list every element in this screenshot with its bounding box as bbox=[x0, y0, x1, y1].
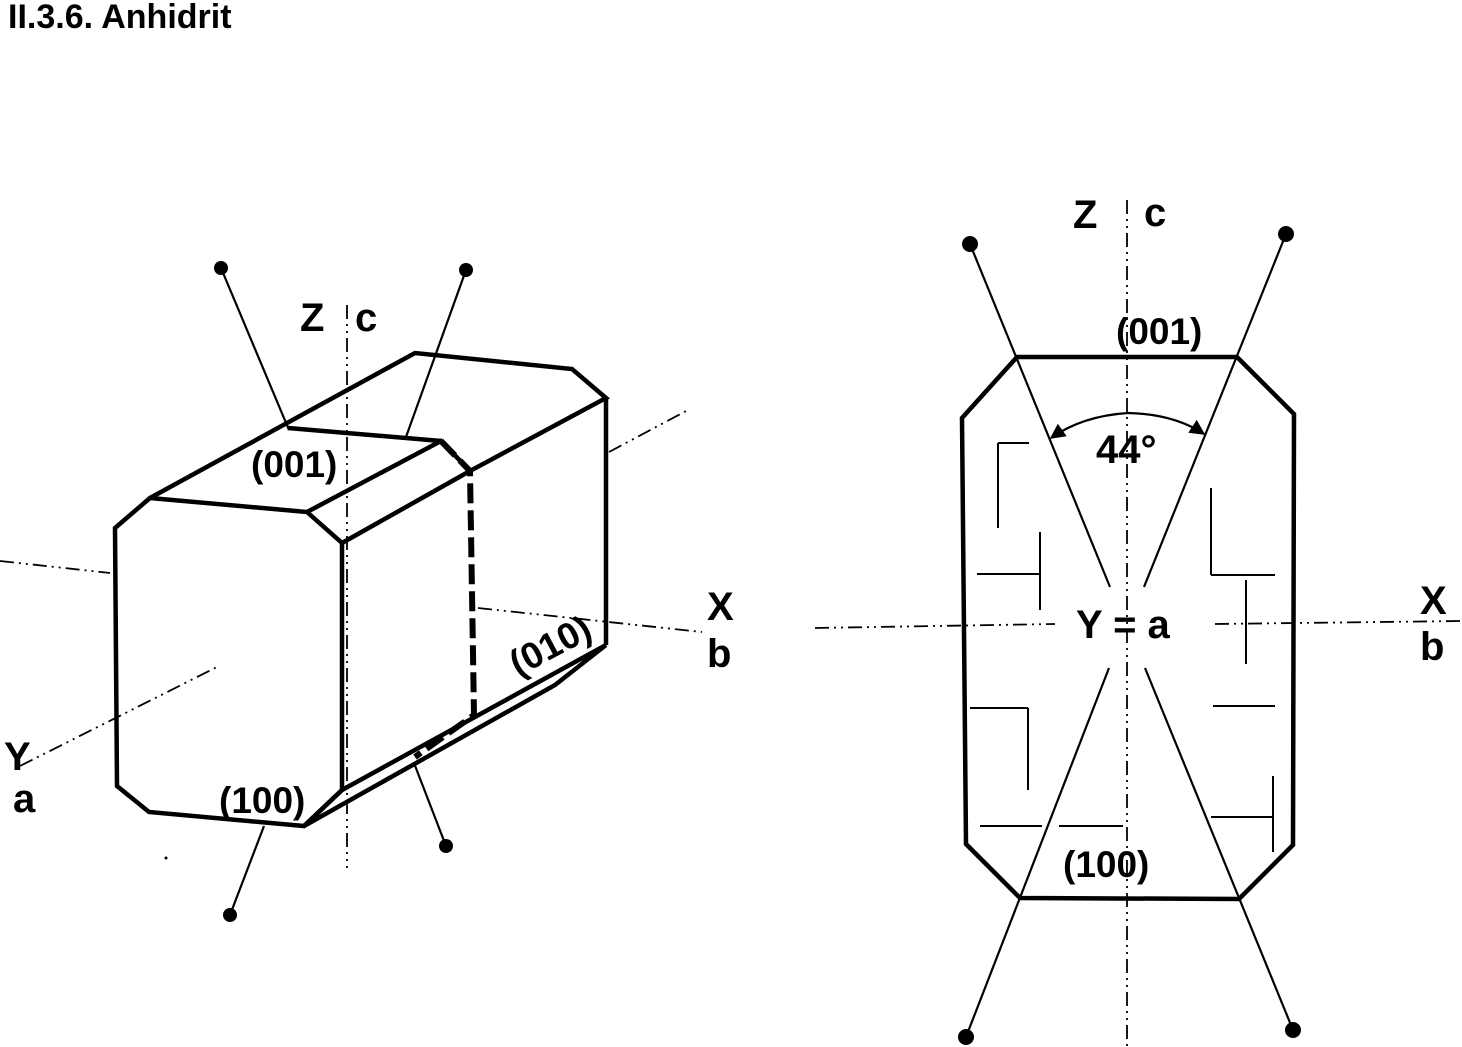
left-label-a: a bbox=[13, 777, 36, 821]
left-axis-x-right bbox=[608, 409, 689, 453]
left-pole-line-001-a bbox=[219, 267, 291, 431]
left-stray-dot bbox=[164, 856, 168, 860]
right-pole-dot-lr bbox=[1285, 1022, 1301, 1038]
left-face-label-001: (001) bbox=[251, 444, 337, 485]
right-label-x: X bbox=[1420, 579, 1447, 623]
right-optic-line-ul bbox=[968, 243, 1112, 588]
left-pole-dot-100-b bbox=[439, 839, 453, 853]
right-label-b: b bbox=[1420, 625, 1444, 669]
left-pole-dot-100-a bbox=[223, 908, 237, 922]
left-pole-dot-001-a bbox=[214, 261, 228, 275]
left-crystal-top-face bbox=[148, 350, 610, 514]
left-label-b: b bbox=[707, 632, 731, 676]
right-label-c: c bbox=[1144, 191, 1166, 235]
right-angle-arc bbox=[1049, 411, 1129, 439]
right-section-figure: Z c (001) 44° Y = a X b (100) bbox=[814, 191, 1462, 1047]
left-crystal-front-face bbox=[112, 495, 345, 829]
left-pole-dot-001-b bbox=[459, 263, 473, 277]
right-angle-arc-2 bbox=[1127, 411, 1206, 435]
right-angle-label: 44° bbox=[1096, 428, 1157, 472]
right-optic-line-ur bbox=[1142, 233, 1288, 588]
left-label-z: Z bbox=[300, 296, 324, 340]
right-pole-dot-ll bbox=[958, 1029, 974, 1045]
right-optic-line-lr bbox=[1143, 667, 1295, 1031]
left-crystal-bottom-edge bbox=[302, 643, 608, 828]
right-face-label-100: (100) bbox=[1063, 844, 1149, 885]
right-pole-dot-ur bbox=[1278, 226, 1294, 242]
left-label-x: X bbox=[707, 585, 734, 629]
left-crystal-figure: Z c (001) (010) (100) X b Y a bbox=[0, 261, 734, 922]
left-axis-b bbox=[477, 607, 703, 633]
right-axis-x-left bbox=[814, 623, 1056, 629]
right-cleavage-traces bbox=[970, 442, 1275, 852]
left-crystal-hidden-edges bbox=[413, 438, 478, 760]
left-face-label-100: (100) bbox=[219, 780, 305, 821]
right-label-z: Z bbox=[1073, 193, 1097, 237]
right-axis-x-right bbox=[1214, 620, 1462, 625]
right-face-label-001: (001) bbox=[1116, 311, 1202, 352]
left-crystal-top-front-edge bbox=[287, 425, 442, 444]
left-pole-line-100-b bbox=[412, 762, 448, 847]
page-title: II.3.6. Anhidrit bbox=[8, 0, 232, 36]
left-axis-x-left bbox=[0, 560, 111, 574]
left-crystal-edge-top-right bbox=[340, 469, 472, 545]
left-pole-line-100-a bbox=[228, 825, 266, 916]
right-optic-line-ll bbox=[964, 667, 1111, 1038]
right-pole-dot-ul bbox=[962, 236, 978, 252]
right-label-ya: Y = a bbox=[1076, 603, 1171, 647]
left-face-label-010: (010) bbox=[503, 607, 599, 684]
left-label-y: Y bbox=[4, 735, 31, 779]
left-label-c: c bbox=[355, 296, 377, 340]
left-pole-line-001-b bbox=[404, 269, 468, 438]
